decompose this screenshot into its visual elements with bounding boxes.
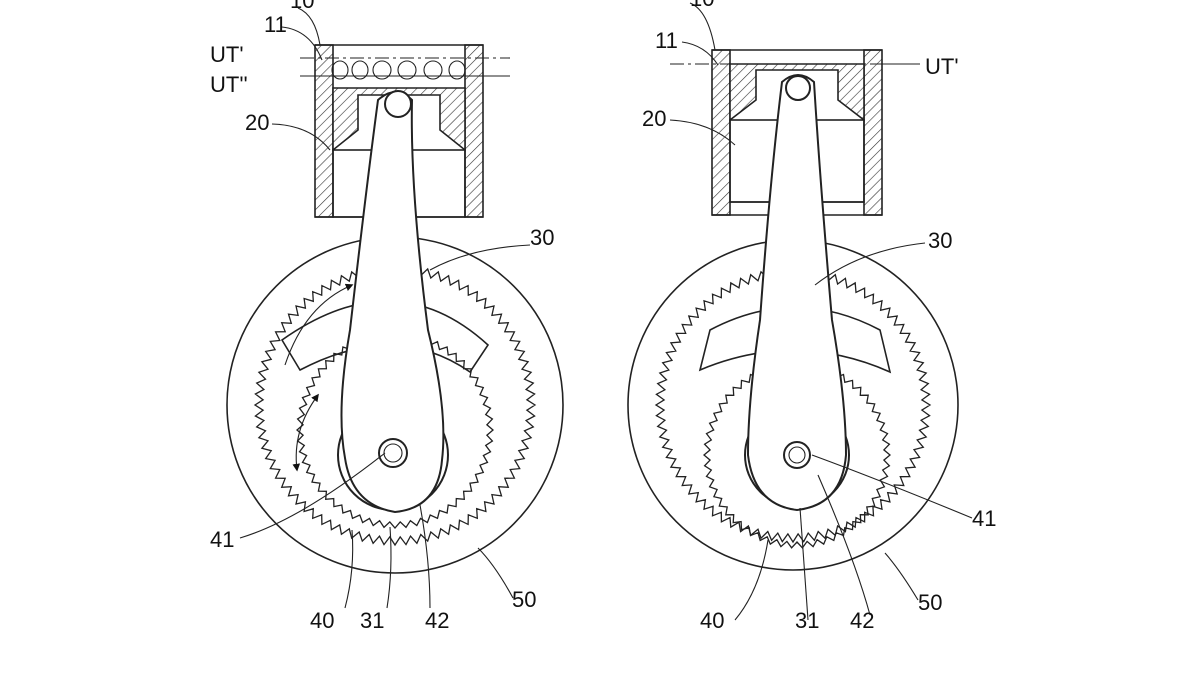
label-40: 40 [700, 608, 724, 633]
label-31: 31 [795, 608, 819, 633]
rotation-arrow-lower [296, 395, 318, 470]
label-11: 11 [264, 12, 287, 37]
figure-left: 10 11 UT' UT'' 20 30 41 40 31 42 50 [210, 0, 563, 633]
label-10: 10 [290, 0, 314, 13]
piston-pin [385, 91, 411, 117]
label-20: 20 [642, 106, 666, 131]
label-10: 10 [690, 0, 714, 11]
label-30: 30 [530, 225, 554, 250]
label-ut1: UT' [210, 42, 244, 67]
label-40: 40 [310, 608, 334, 633]
label-ut2: UT'' [210, 72, 248, 97]
label-50: 50 [918, 590, 942, 615]
label-ut1: UT' [925, 54, 959, 79]
piston-pin [786, 76, 810, 100]
label-41: 41 [210, 527, 234, 552]
crank-pin-41 [379, 439, 407, 467]
label-41: 41 [972, 506, 996, 531]
label-31: 31 [360, 608, 384, 633]
label-30: 30 [928, 228, 952, 253]
label-20: 20 [245, 110, 269, 135]
label-50: 50 [512, 587, 536, 612]
label-42: 42 [425, 608, 449, 633]
crank-pin-41 [784, 442, 810, 468]
figure-right: 10 11 UT' 20 30 41 40 31 42 50 [628, 0, 996, 633]
label-42: 42 [850, 608, 874, 633]
label-11: 11 [655, 28, 678, 53]
